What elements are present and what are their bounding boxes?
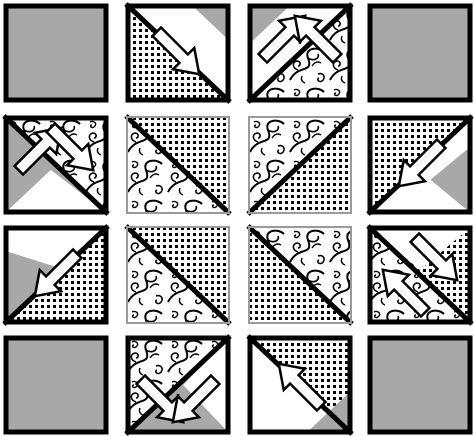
puzzle-tile-r4c3[interactable]: [248, 336, 352, 434]
puzzle-tile-r4c1[interactable]: [4, 336, 108, 434]
puzzle-tile-r2c4[interactable]: [368, 116, 472, 214]
puzzle-tile-r1c4[interactable]: [368, 4, 472, 102]
puzzle-tile-r2c1[interactable]: [4, 116, 108, 214]
puzzle-tile-r3c2[interactable]: [126, 226, 230, 324]
puzzle-tile-r4c2[interactable]: [126, 336, 230, 434]
puzzle-tile-r3c1[interactable]: [4, 226, 108, 324]
puzzle-tile-r4c4[interactable]: [368, 336, 472, 434]
puzzle-tile-r2c3[interactable]: [248, 116, 352, 214]
puzzle-tile-r2c2[interactable]: [126, 116, 230, 214]
puzzle-tile-r1c2[interactable]: [126, 4, 230, 102]
puzzle-tile-r1c3[interactable]: [248, 4, 352, 102]
puzzle-tile-r3c4[interactable]: [368, 226, 472, 324]
puzzle-tile-r1c1[interactable]: [4, 4, 108, 102]
puzzle-tile-r3c3[interactable]: [248, 226, 352, 324]
